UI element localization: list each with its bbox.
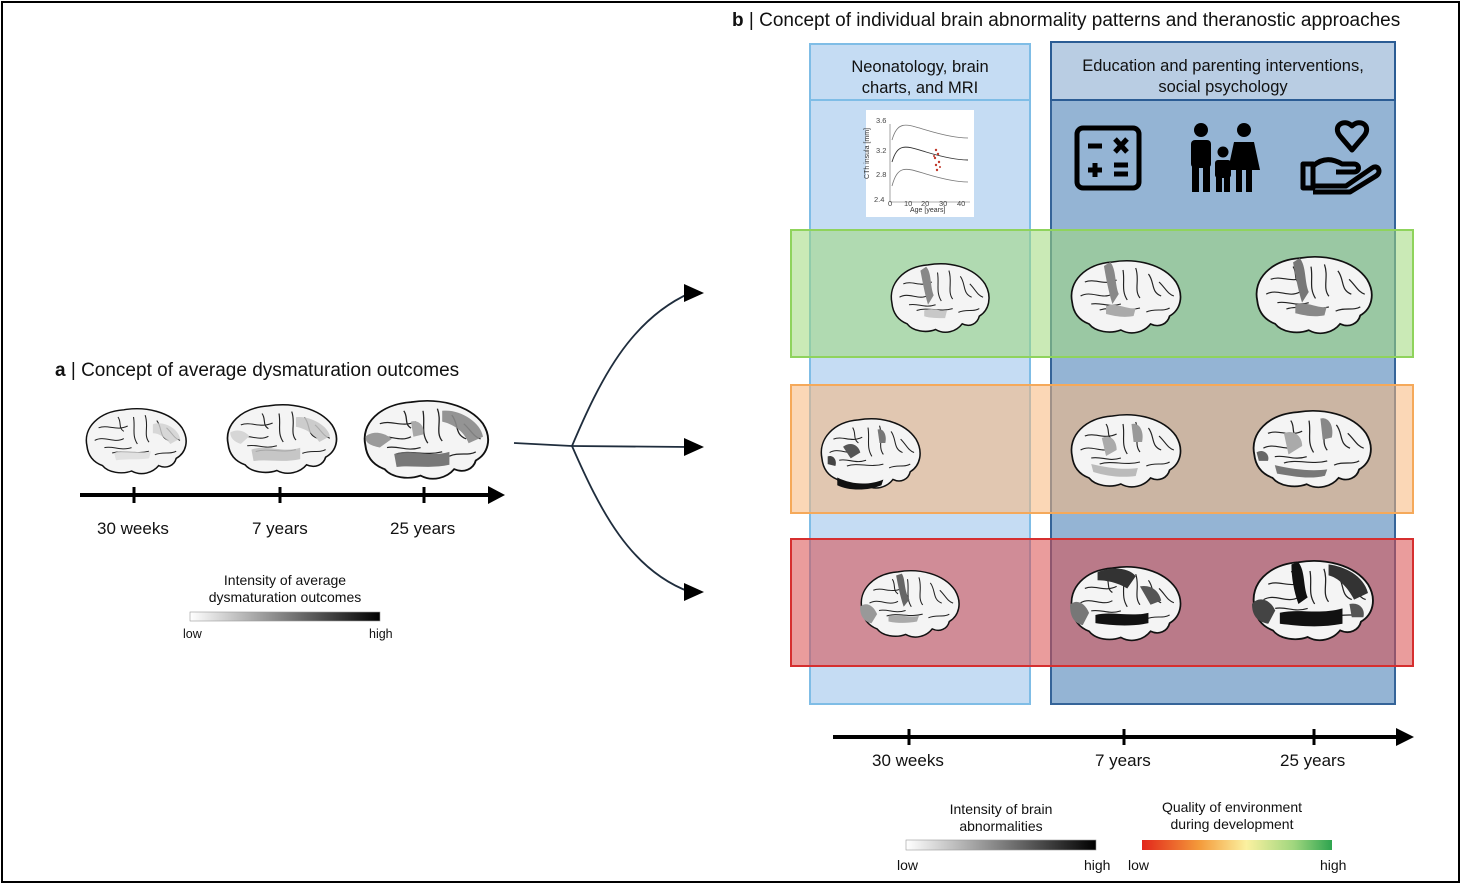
inset-ytick-32: 3.2: [876, 146, 887, 155]
branch-arrows: [513, 292, 691, 593]
caring-hand-heart-icon: [1300, 120, 1382, 195]
panel-b-environment-high: high: [1320, 857, 1347, 873]
arrow-head-bottom: [684, 583, 704, 601]
calculator-icon: [1074, 125, 1142, 191]
brain-orange-30w: [820, 418, 921, 490]
column-neonatology-title: Neonatology, brain charts, and MRI: [851, 58, 989, 97]
intervention-icons: [1074, 120, 1382, 195]
panel-b-tick-30w: 30 weeks: [872, 751, 944, 770]
panel-b-tick-25y: 25 years: [1280, 751, 1346, 770]
panel-a-tick-7y: 7 years: [252, 519, 308, 538]
panel-a-legend-low: low: [183, 627, 202, 641]
brain-green-25y: [1255, 255, 1373, 335]
panel-b-intensity-legend-title: Intensity of brain abnormalities: [949, 801, 1053, 834]
brain-green-7y: [1070, 259, 1182, 334]
panel-a-legend-title: Intensity of average dysmaturation outco…: [208, 572, 362, 605]
brain-orange-25y: [1252, 409, 1372, 489]
panel-b-environment-bar: [1142, 840, 1332, 850]
inset-ytick-36: 3.6: [876, 116, 887, 125]
panel-b-environment-legend-title: Quality of environment during developmen…: [1161, 799, 1303, 832]
inset-xtick-40: 40: [957, 199, 966, 208]
arrow-head-middle: [684, 438, 704, 456]
brain-red-25y: [1252, 559, 1374, 642]
inset-ytick-28: 2.8: [876, 170, 887, 179]
panel-a-title: a | Concept of average dysmaturation out…: [55, 360, 460, 381]
panel-b-tick-7y: 7 years: [1095, 751, 1151, 770]
family-icon: [1191, 123, 1260, 192]
brain-a-25y: [363, 399, 490, 480]
panel-a-legend-high: high: [369, 627, 393, 641]
panel-a-tick-25y: 25 years: [390, 519, 456, 538]
brain-green-30w: [890, 263, 990, 334]
inset-xtick-30: 30: [939, 199, 948, 208]
inset-chart-svg: [889, 124, 970, 203]
arrow-head-top: [684, 284, 704, 302]
panel-a-tick-30w: 30 weeks: [97, 519, 169, 538]
column-neonatology-header: [809, 43, 1031, 101]
panel-b-intensity-low: low: [897, 857, 919, 873]
column-education-title: Education and parenting interventions, s…: [1082, 57, 1364, 96]
inset-xtick-0: 0: [888, 199, 893, 208]
inset-xtick-10: 10: [904, 199, 913, 208]
brain-orange-7y: [1070, 413, 1182, 488]
panel-b-intensity-high: high: [1084, 857, 1111, 873]
inset-ytick-24: 2.4: [874, 195, 885, 204]
panel-a-legend-bar: [189, 611, 381, 622]
panel-b-title: b | Concept of individual brain abnormal…: [732, 10, 1401, 31]
panel-b-environment-low: low: [1128, 857, 1150, 873]
brain-red-7y: [1070, 565, 1182, 642]
panel-b-intensity-bar: [905, 839, 1097, 851]
column-education-header: [1050, 41, 1396, 101]
inset-xtick-20: 20: [921, 199, 930, 208]
brain-red-30w: [860, 569, 960, 638]
brain-a-7y: [226, 403, 338, 475]
brain-a-30w: [85, 407, 187, 475]
inset-xlabel: Age [years]: [910, 207, 946, 214]
